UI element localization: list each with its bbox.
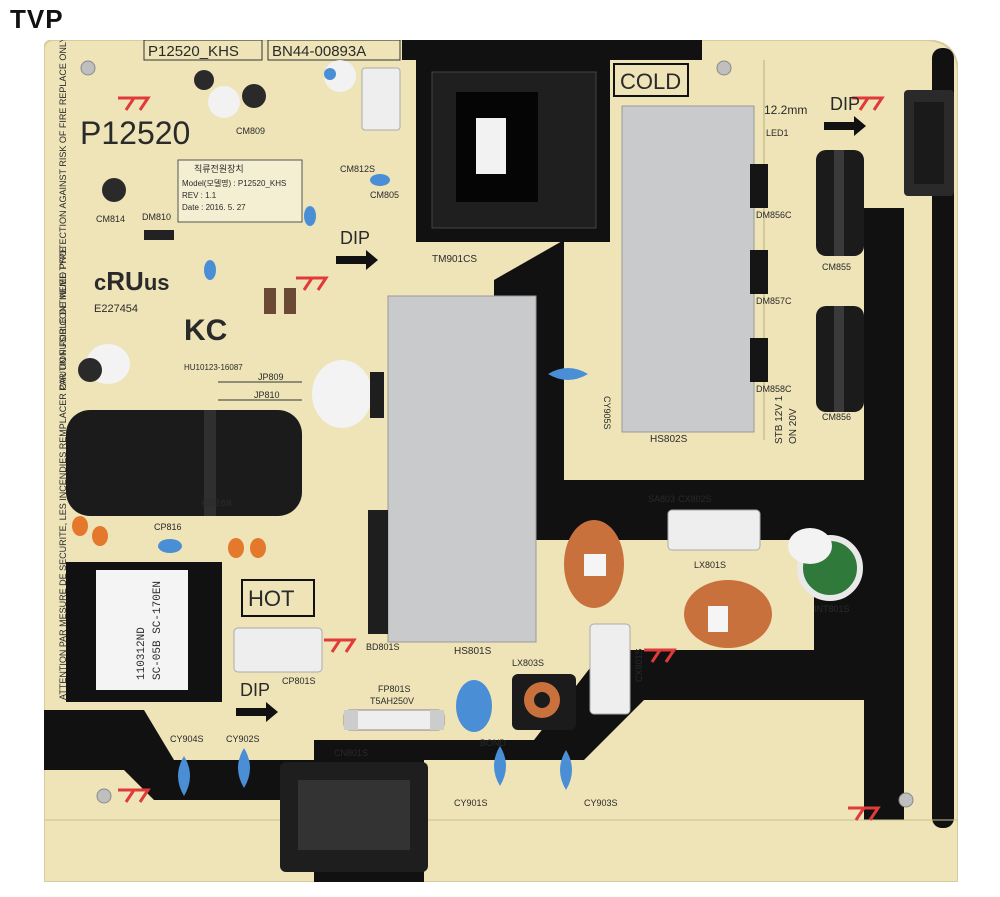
mounting-hole bbox=[898, 792, 914, 808]
silk-cm809: CM809 bbox=[236, 126, 265, 136]
tag-line1: 직류전원장치 bbox=[194, 163, 244, 174]
bulk-capacitor bbox=[66, 410, 302, 516]
silk-stb: STB 12V 1 bbox=[774, 395, 785, 444]
orange-capacitors bbox=[72, 516, 266, 558]
small-capacitor bbox=[242, 84, 266, 108]
tag-date: Date : 2016. 5. 27 bbox=[182, 203, 246, 212]
silk-cold: COLD bbox=[620, 69, 681, 94]
silk-hs801: HS801S bbox=[454, 646, 492, 657]
silk-dip-right: DIP bbox=[830, 94, 860, 114]
silk-cx801: CX801S bbox=[634, 648, 644, 682]
silk-cy901: CY901S bbox=[454, 798, 488, 808]
silk-led: LED1 bbox=[766, 128, 789, 138]
silk-cp816: CP816 bbox=[154, 522, 182, 532]
silk-cp801: CP801S bbox=[282, 676, 316, 686]
silk-part-number: P12520_KHS bbox=[148, 43, 239, 60]
fuse bbox=[343, 709, 445, 731]
silk-cm814: CM814 bbox=[96, 214, 125, 224]
silk-lx803: LX803S bbox=[512, 658, 544, 668]
silk-on20: ON 20V bbox=[788, 408, 799, 444]
silk-tm: TM901CS bbox=[432, 254, 477, 265]
silk-cy904: CY904S bbox=[170, 734, 204, 744]
silk-mm: 12.2mm bbox=[764, 103, 807, 117]
choke-lx801 bbox=[684, 580, 772, 648]
secondary-trace bbox=[864, 208, 904, 820]
pcb-board-photo: P12520_KHS BN44-00893A P12520 직류전원장치 Mod… bbox=[44, 40, 958, 882]
dip-arrow bbox=[236, 702, 278, 722]
silk-cm855: CM855 bbox=[822, 262, 851, 272]
silk-cx802: CX802S bbox=[678, 494, 712, 504]
silk-caution: CAUTION FOR CONTINUED PROTECTION AGAINST… bbox=[58, 40, 68, 390]
glue-blobs bbox=[86, 344, 832, 564]
bridge-rectifier bbox=[368, 510, 388, 634]
bulk-cap-marking: CD268 bbox=[202, 499, 232, 510]
silk-dm810: DM810 bbox=[142, 212, 171, 222]
silk-cy902: CY902S bbox=[226, 734, 260, 744]
silk-attention: ATTENTION PAR MESURE DE SECURITE, LES IN… bbox=[58, 247, 68, 700]
silk-jp809: JP809 bbox=[258, 372, 284, 382]
silk-dm856: DM856C bbox=[756, 210, 792, 220]
mounting-hole bbox=[80, 60, 96, 76]
silk-hot: HOT bbox=[248, 586, 294, 611]
cp816-capacitor bbox=[158, 539, 182, 553]
silk-dip-top: DIP bbox=[340, 228, 370, 248]
corner-label: TVP bbox=[10, 4, 64, 34]
silk-cm856: CM856 bbox=[822, 412, 851, 422]
silk-cert-ul: E227454 bbox=[94, 303, 138, 315]
silk-dip-mid: DIP bbox=[240, 680, 270, 700]
tag-rev: REV : 1.1 bbox=[182, 191, 217, 200]
edge-trace-right bbox=[932, 48, 954, 828]
heatsink-secondary bbox=[621, 105, 755, 433]
x-capacitor-cx801 bbox=[589, 623, 631, 715]
transformer-marking-1: 110312ND bbox=[136, 627, 148, 680]
primary-trace-left bbox=[44, 710, 344, 800]
silk-cn801: CN801S bbox=[334, 748, 368, 758]
edge-trace-top bbox=[402, 40, 702, 60]
silk-fuse-rating: T5AH250V bbox=[370, 696, 414, 706]
silk-dm857: DM857C bbox=[756, 296, 792, 306]
silk-sa803: SA803 bbox=[648, 494, 675, 504]
choke-lx802 bbox=[564, 520, 624, 608]
mounting-hole bbox=[96, 788, 112, 804]
silk-bond: BOND bbox=[480, 738, 507, 748]
silk-jp810: JP810 bbox=[254, 390, 280, 400]
silk-dm858: DM858C bbox=[756, 384, 792, 394]
red-marks bbox=[118, 96, 885, 821]
mounting-hole bbox=[716, 60, 732, 76]
silk-cy903: CY903S bbox=[584, 798, 618, 808]
film-capacitor bbox=[233, 627, 323, 673]
silk-cm812: CM812S bbox=[340, 164, 375, 174]
diode-dm810 bbox=[144, 230, 174, 240]
cm805-capacitor bbox=[370, 174, 390, 186]
small-capacitor bbox=[102, 178, 126, 202]
silk-cy905: CY905S bbox=[602, 396, 612, 430]
small-capacitor bbox=[78, 358, 102, 382]
dip-arrow bbox=[336, 250, 378, 270]
silk-cert-kc: HU10123-16087 bbox=[184, 363, 243, 372]
silk-hs802: HS802S bbox=[650, 434, 688, 445]
heatsink-primary bbox=[387, 295, 537, 643]
transformer-marking-2: SC-05B SC-170EN bbox=[152, 581, 164, 680]
x-capacitor-cx802 bbox=[667, 509, 761, 551]
ul-mark: cRUus bbox=[94, 266, 170, 296]
small-capacitor bbox=[194, 70, 214, 90]
silk-model-big: P12520 bbox=[80, 115, 190, 151]
silk-fuse: FP801S bbox=[378, 684, 411, 694]
rating-tag bbox=[177, 159, 303, 223]
y-capacitors bbox=[178, 368, 588, 796]
silk-lx801: LX801S bbox=[694, 560, 726, 570]
silk-bd801: BD801S bbox=[366, 642, 400, 652]
resistor-block bbox=[361, 67, 401, 131]
silk-cm805: CM805 bbox=[370, 190, 399, 200]
tag-model: Model(모델명) : P12520_KHS bbox=[182, 178, 286, 188]
y-capacitor-input bbox=[456, 680, 492, 732]
silk-int801: INT801S bbox=[814, 604, 850, 614]
silk-board-code: BN44-00893A bbox=[272, 43, 366, 60]
kc-mark: KC bbox=[184, 314, 227, 347]
dip-arrow bbox=[824, 116, 866, 136]
